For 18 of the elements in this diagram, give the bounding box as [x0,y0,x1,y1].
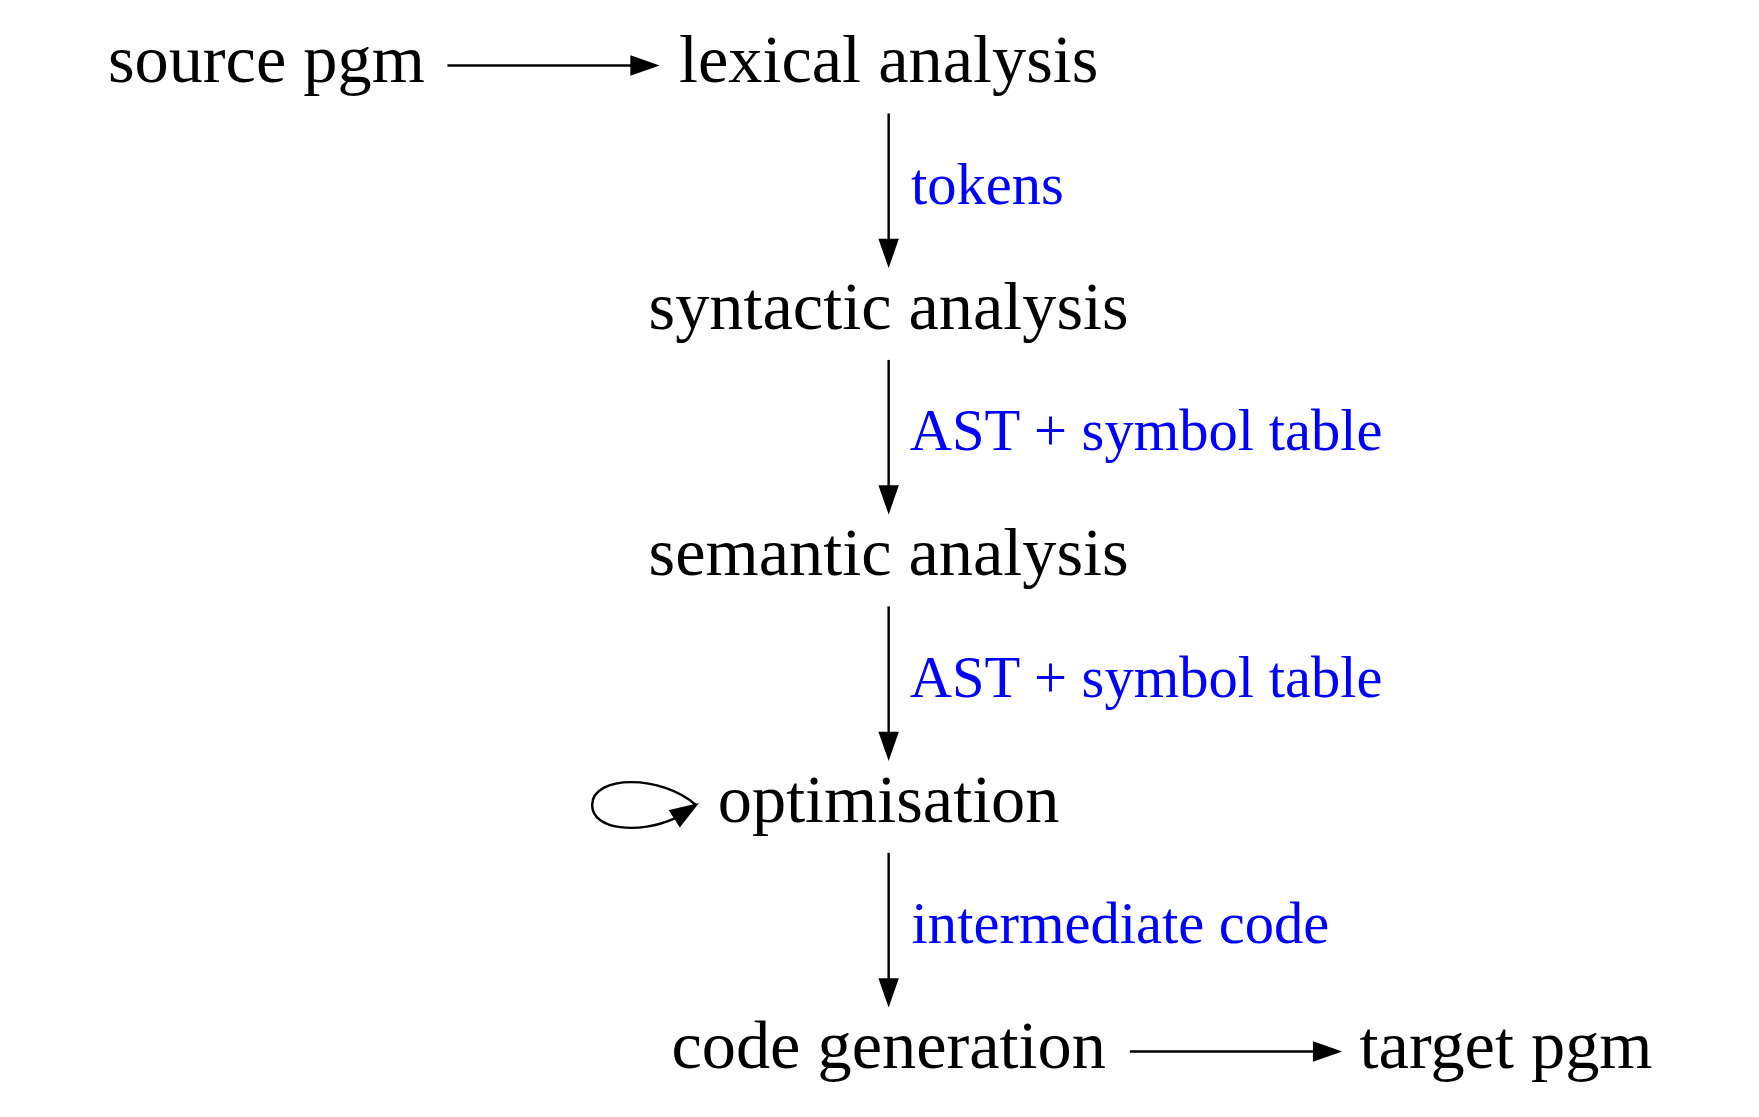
arrow [590,780,699,829]
node-text: code generation [671,1007,1106,1084]
arrow [878,606,899,761]
node-text: syntactic analysis [648,267,1129,344]
arrow [878,852,899,1008]
node-text: source pgm [107,21,425,98]
edge-label: tokens [911,151,1064,217]
node-text: optimisation [717,760,1060,837]
arrow [878,113,899,269]
edge-label: AST + symbol table [909,644,1383,710]
edge-label: AST + symbol table [909,398,1383,464]
arrow [878,359,899,515]
node-text: semantic analysis [648,514,1129,591]
node-text: target pgm [1359,1007,1653,1084]
arrow [447,55,660,76]
node-text: lexical analysis [679,21,1099,98]
arrow [1129,1041,1343,1062]
edge-label: intermediate code [911,891,1330,957]
